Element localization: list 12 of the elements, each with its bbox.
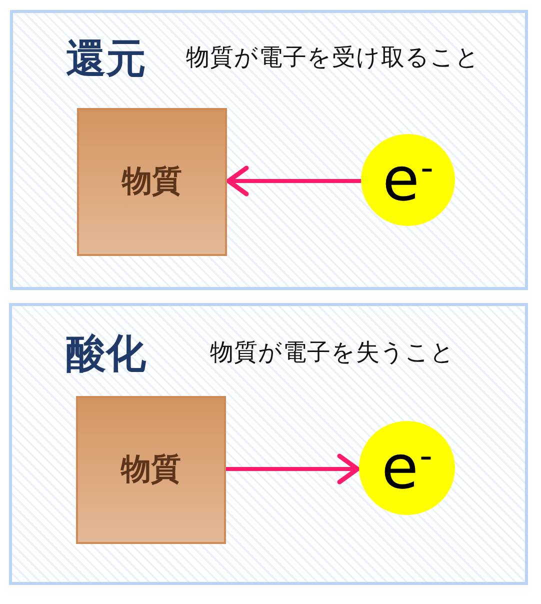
- square-box: 物質: [76, 396, 226, 544]
- description: 物質が電子を受け取ること: [186, 46, 480, 70]
- description: 物質が電子を失うこと: [210, 341, 455, 364]
- heading: 還元: [66, 39, 146, 79]
- panel: [10, 10, 528, 290]
- arrow: [226, 454, 360, 484]
- square-box: 物質: [77, 108, 227, 256]
- arrow: [226, 166, 361, 196]
- panel: [9, 303, 528, 585]
- electron-symbol: e$^{-}$: [382, 150, 434, 210]
- electron-symbol: e$^{-}$: [382, 438, 432, 498]
- heading: 酸化: [66, 334, 146, 374]
